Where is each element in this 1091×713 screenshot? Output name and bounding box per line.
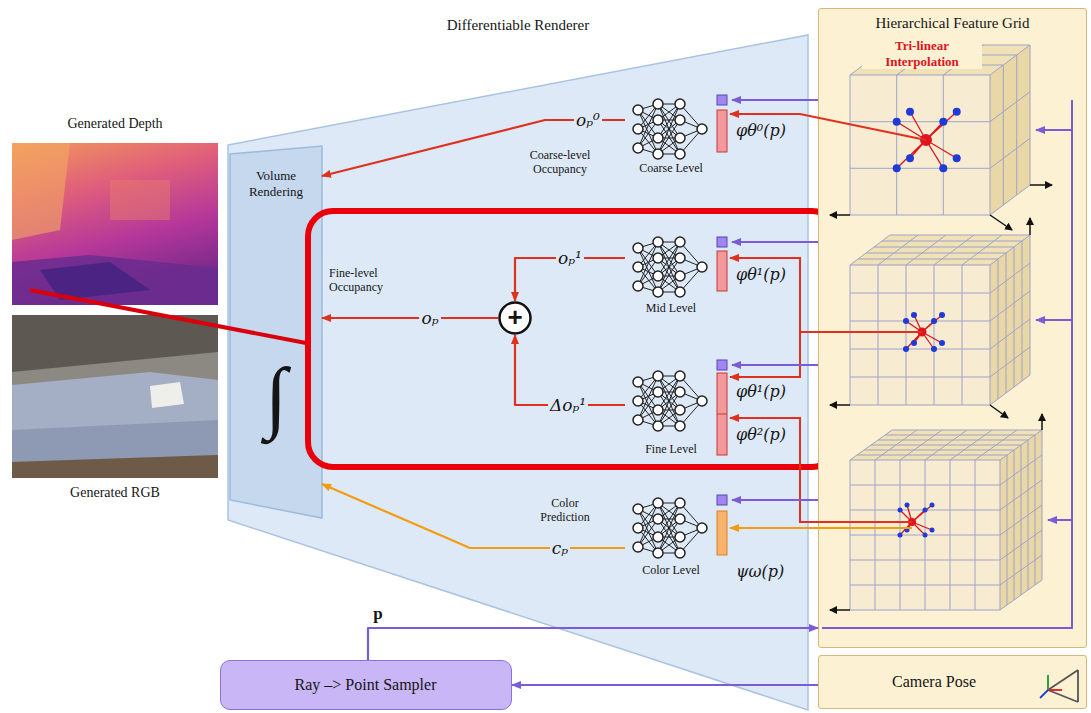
connector (368, 628, 818, 660)
edge-label: Δoₚ¹ (548, 395, 588, 415)
occupancy-caption: Fine-level Occupancy (329, 266, 411, 295)
mlp-label-holder: Mid Level (625, 301, 717, 315)
occupancy-caption: Coarse-level Occupancy (520, 148, 600, 177)
mlp-label: Mid Level (625, 301, 717, 315)
edge-label: p (371, 604, 384, 624)
connector (732, 499, 818, 501)
rgb-image (12, 315, 218, 478)
band-text-holder: ∫ (236, 356, 316, 436)
connector (322, 484, 625, 548)
connector (732, 99, 818, 101)
occupancy-caption-holder: Coarse-level Occupancy (520, 148, 600, 177)
feature-symbol-holder: φθ¹(p) (736, 382, 786, 401)
image-caption: Generated RGB (12, 485, 218, 502)
band-text-holder: Volume Rendering (232, 168, 320, 199)
band-text: ∫ (236, 356, 316, 436)
feature-symbol-holder: φθ⁰(p) (736, 121, 786, 140)
mlp-label-holder: Coarse Level (625, 161, 717, 175)
renderer-region-shape (228, 35, 808, 710)
mlp-label-holder: Color Level (625, 563, 717, 577)
edge-label: oₚ¹ (556, 248, 584, 268)
feature-symbol-holder: φθ²(p) (736, 425, 786, 444)
connector (732, 364, 818, 366)
panel-title-holder: Hierarchical Feature Grid (819, 14, 1086, 32)
color-caption: Color Prediction (530, 496, 600, 525)
occupancy-caption-holder: Fine-level Occupancy (329, 266, 411, 295)
feature-symbol-holder: φθ¹(p) (736, 265, 786, 284)
feature-symbol: φθ⁰(p) (736, 121, 786, 140)
image-caption-holder: Generated Depth (12, 116, 218, 133)
camera-icon (1040, 670, 1078, 702)
feature-wires (730, 100, 1072, 628)
camera-pose-box: Camera Pose (818, 655, 1087, 709)
sampler-box: Ray –> Point Sampler (220, 660, 512, 710)
mlp-label: Color Level (625, 563, 717, 577)
connector (322, 317, 498, 319)
edge-label-holder: oₚ (419, 308, 440, 328)
mlp-label-holder: Fine Level (625, 442, 717, 456)
mlp-label: Fine Level (625, 442, 717, 456)
interpolation-note-holder: Tri-linear Interpolation (862, 38, 982, 69)
region-title-holder: Differentiable Renderer (368, 16, 668, 34)
edge-label-holder: p (371, 604, 384, 624)
edge-label-holder: Δoₚ¹ (548, 395, 588, 415)
connector (732, 241, 818, 243)
panel-title: Hierarchical Feature Grid (819, 14, 1086, 32)
connector (512, 684, 818, 686)
sum-sign-holder: + (498, 301, 532, 334)
edge-label: oₚ (419, 308, 440, 328)
image-caption-holder: Generated RGB (12, 485, 218, 502)
feature-symbol-holder: ψω(p) (736, 562, 784, 581)
feature-symbol: φθ¹(p) (736, 265, 786, 284)
edge-label-holder: oₚ¹ (556, 248, 584, 268)
trilinear-interpolation (893, 108, 961, 538)
box-label: Camera Pose (839, 672, 1029, 691)
sum-sign: + (498, 301, 532, 334)
region-title: Differentiable Renderer (368, 16, 668, 34)
edge-label: cₚ (550, 538, 570, 558)
callout-leader (30, 290, 306, 343)
feature-symbol: φθ²(p) (736, 425, 786, 444)
mlp-label: Coarse Level (625, 161, 717, 175)
edge-label-holder: oₚ⁰ (574, 110, 602, 130)
edge-label: oₚ⁰ (574, 110, 602, 130)
box-label-holder: Ray –> Point Sampler (221, 675, 510, 694)
sum-node: + (498, 301, 532, 335)
feature-symbol: φθ¹(p) (736, 382, 786, 401)
box-label: Ray –> Point Sampler (221, 675, 510, 694)
feature-symbol: ψω(p) (736, 562, 784, 581)
axis-arrows (830, 185, 1052, 610)
interpolation-note: Tri-linear Interpolation (862, 38, 982, 69)
band-text: Volume Rendering (232, 168, 320, 199)
box-label-holder: Camera Pose (839, 672, 1029, 691)
color-caption-holder: Color Prediction (530, 496, 600, 525)
image-caption: Generated Depth (12, 116, 218, 133)
depth-image (12, 143, 218, 305)
edge-label-holder: cₚ (550, 538, 570, 558)
mlp-icons (633, 99, 707, 558)
feature-bars (717, 95, 727, 555)
